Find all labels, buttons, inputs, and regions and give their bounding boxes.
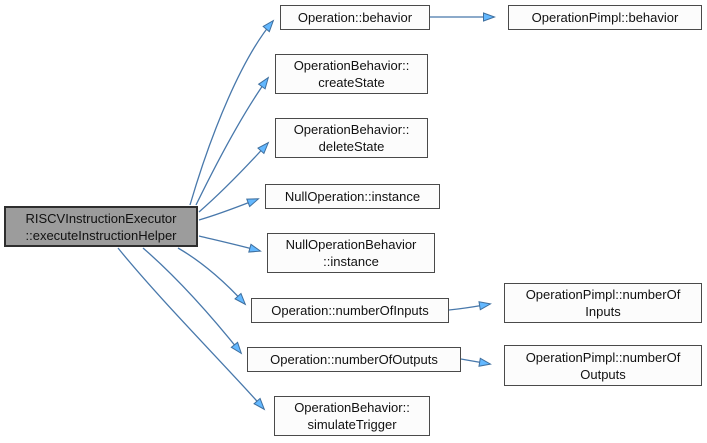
node-operation-numberofinputs[interactable]: Operation::numberOfInputs [251, 298, 449, 323]
edge-numberOfOutputs-to-pimplNumberOfOutputs [460, 357, 492, 367]
node-operationbehavior-createstate[interactable]: OperationBehavior:: createState [275, 54, 428, 94]
edge-root-to-nullOperationBehaviorInstance [198, 235, 262, 253]
edge-root-to-numberOfInputs [177, 247, 247, 306]
edge-root-to-nullOperationInstance [198, 198, 260, 221]
node-nulloperationbehavior-instance[interactable]: NullOperationBehavior ::instance [267, 233, 435, 273]
edge-numberOfInputs-to-pimplNumberOfInputs [448, 301, 492, 311]
edge-root-to-simulateTrigger [117, 247, 266, 411]
edge-root-to-deleteState [198, 141, 270, 213]
node-operationbehavior-simulatetrigger[interactable]: OperationBehavior:: simulateTrigger [274, 396, 430, 436]
node-nulloperation-instance[interactable]: NullOperation::instance [265, 184, 440, 209]
edge-root-to-numberOfOutputs [142, 247, 243, 355]
edge-root-to-behavior [189, 19, 275, 206]
edge-root-to-createState [195, 76, 270, 206]
node-root-executeInstructionHelper: RISCVInstructionExecutor ::executeInstru… [4, 206, 198, 247]
node-operationpimpl-behavior[interactable]: OperationPimpl::behavior [508, 5, 702, 30]
node-operation-behavior[interactable]: Operation::behavior [280, 5, 430, 30]
node-operationpimpl-numberofinputs[interactable]: OperationPimpl::numberOf Inputs [504, 283, 702, 323]
node-operation-numberofoutputs[interactable]: Operation::numberOfOutputs [247, 347, 461, 372]
node-operationpimpl-numberofoutputs[interactable]: OperationPimpl::numberOf Outputs [504, 345, 702, 386]
node-operationbehavior-deletestate[interactable]: OperationBehavior:: deleteState [275, 118, 428, 158]
